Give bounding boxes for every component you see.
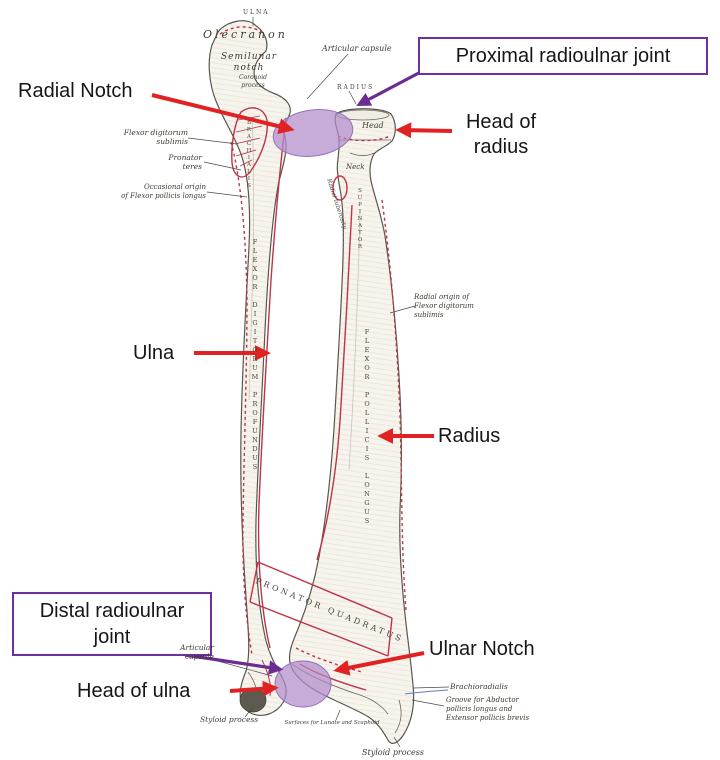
label-radius: Radius — [438, 425, 501, 447]
distal-joint-highlight — [274, 660, 332, 708]
fig-label-brachialis: BRACHIALIS — [246, 120, 252, 190]
fig-label-neck: Neck — [346, 163, 365, 171]
fig-label-lunate-surface: Surfaces for Lunate and Scaphoid — [284, 720, 380, 726]
fig-label-articular-capsule-top: Articular capsule — [322, 44, 392, 53]
proximal-joint-label: Proximal radioulnar joint — [455, 45, 671, 67]
fig-label-flexor-pollicis-longus: FLEXOR POLLICIS LONGUS — [363, 328, 371, 526]
fig-label-flexor-digitorum-sublimis: Flexor digitorum sublimis — [123, 128, 188, 147]
fig-label-olecranon: Olecranon — [203, 28, 288, 41]
fig-label-styloid-ulna: Styloid process — [200, 715, 259, 724]
fig-label-pronator-teres: Pronator teres — [168, 153, 202, 172]
ulnar-notch-arrow — [333, 651, 425, 676]
head-of-ulna-arrow — [229, 680, 279, 697]
fig-label-supinator: SUPINATOR — [357, 188, 363, 251]
leader-lines — [187, 17, 450, 748]
fig-label-ulna: ULNA — [243, 9, 270, 16]
annotation-arrows — [151, 64, 453, 697]
distal-joint-label: Distal radioulnar joint — [39, 600, 185, 648]
fig-label-radius: RADIUS — [337, 84, 375, 91]
distal-joint-box: Distal radioulnar joint — [12, 592, 212, 656]
distal-joint-arrow — [184, 653, 284, 675]
fig-label-head: Head — [362, 121, 384, 130]
fig-label-styloid-radius: Styloid process — [362, 748, 424, 757]
label-radial-notch: Radial Notch — [18, 80, 133, 102]
fig-label-flexor-digitorum-profundus: FLEXOR DIGITORUM PROFUNDUS — [251, 238, 259, 472]
muscle-attachment-lines — [219, 26, 407, 697]
label-ulnar-notch: Ulnar Notch — [429, 638, 535, 660]
fig-label-coronoid-process: Coronoid process — [239, 74, 267, 89]
head-of-radius-arrow — [395, 122, 453, 139]
fig-label-articular-capsule-bottom: Articular capsule — [180, 643, 214, 662]
label-head-of-ulna: Head of ulna — [77, 680, 191, 702]
fig-label-brachioradialis: Brachioradialis — [450, 682, 508, 691]
fig-label-semilunar-notch: Semilunar notch — [220, 52, 278, 74]
groove-blue-line — [404, 689, 449, 695]
fig-label-occasional-origin: Occasional origin of Flexor pollicis lon… — [121, 183, 206, 200]
radial-notch-arrow — [151, 93, 295, 135]
fig-label-groove: Groove for Abductor pollicis longus and … — [446, 696, 530, 722]
proximal-joint-box: Proximal radioulnar joint — [418, 37, 708, 75]
label-head-of-radius: Head of radius — [465, 111, 537, 158]
fig-label-radial-origin: Radial origin of Flexor digitorum sublim… — [414, 293, 474, 319]
label-ulna: Ulna — [133, 342, 175, 364]
